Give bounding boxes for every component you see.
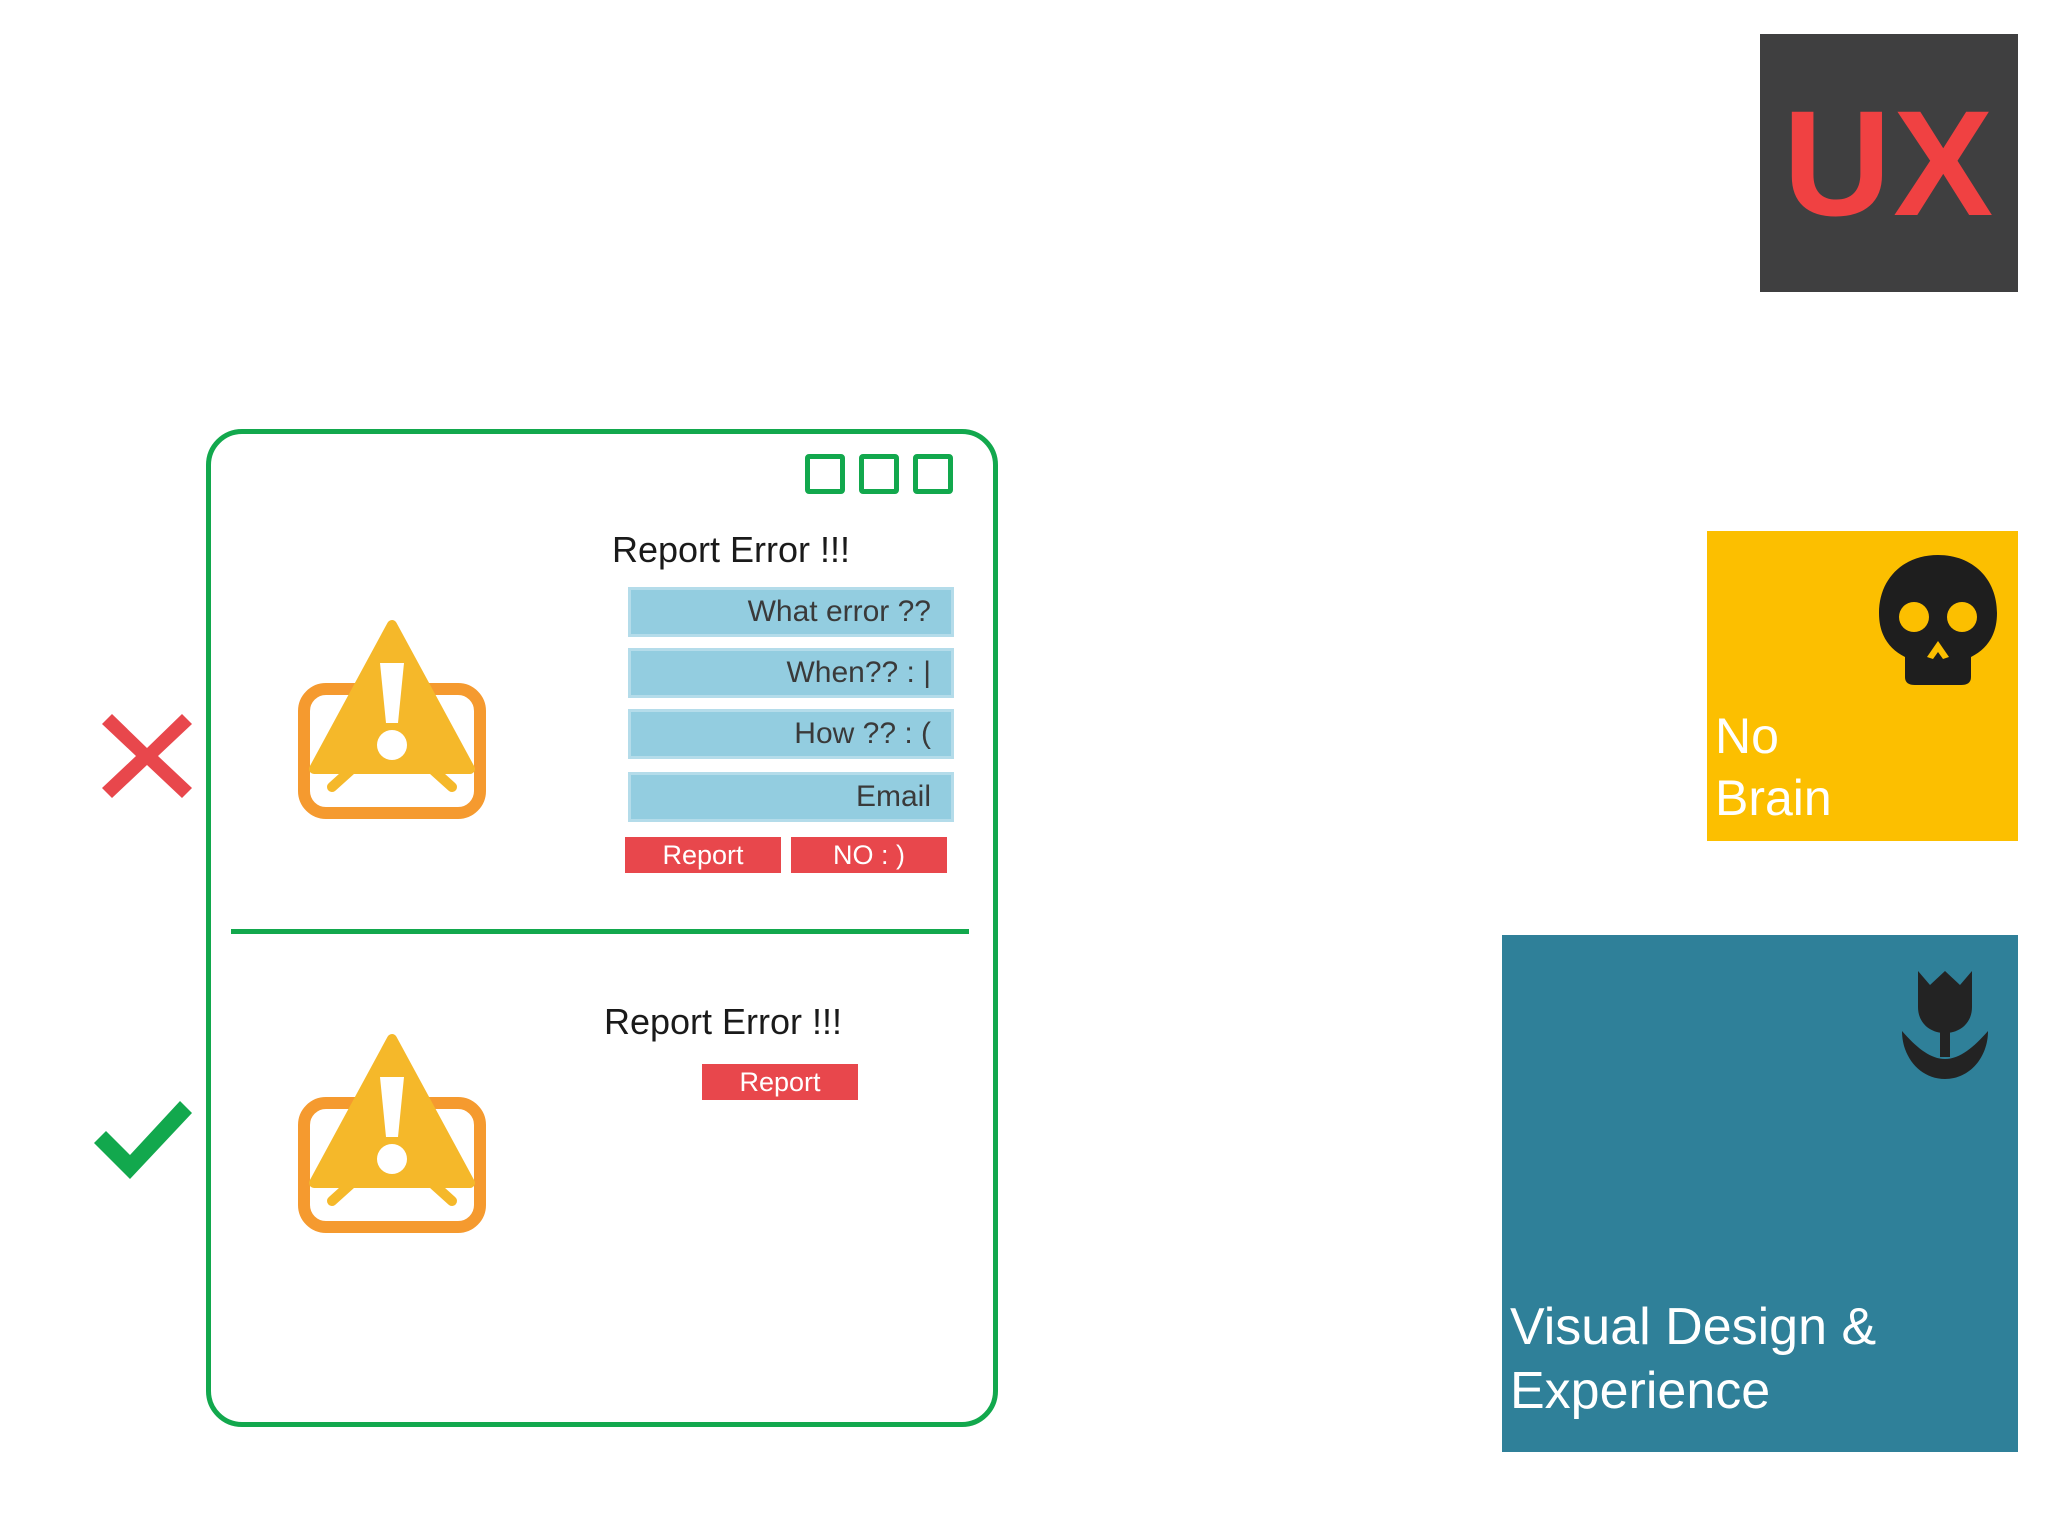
visual-design-line-2: Experience [1510,1362,1771,1420]
what-error-field[interactable]: What error ?? [628,587,954,637]
good-form-title: Report Error !!! [603,1001,843,1042]
visual-design-line-1: Visual Design & [1510,1298,1877,1356]
ux-tile: UX [1760,34,2018,292]
maximize-button[interactable] [859,454,899,494]
warning-icon [298,1034,486,1233]
window-controls [805,454,953,494]
no-brain-tile: No Brain [1707,531,2018,841]
bad-report-button[interactable]: Report [625,837,781,873]
no-brain-line-2: Brain [1715,770,1832,826]
no-brain-line-1: No [1715,708,1779,764]
warning-icon [298,620,486,819]
section-divider [231,929,969,934]
visual-design-label: Visual Design & Experience [1510,1295,1876,1423]
cross-icon [102,714,192,798]
bad-form-title: Report Error !!! [611,529,851,570]
checkmark-icon [94,1101,192,1179]
when-field[interactable]: When?? : | [628,648,954,698]
skull-icon [1879,555,1997,685]
email-field[interactable]: Email [628,772,954,822]
close-button[interactable] [913,454,953,494]
tulip-icon [1902,971,1988,1079]
visual-design-tile: Visual Design & Experience [1502,935,2018,1452]
no-brain-label: No Brain [1715,705,1832,829]
dialog-window: Report Error !!! What error ?? When?? : … [206,429,998,1427]
how-field[interactable]: How ?? : ( [628,709,954,759]
ux-label: UX [1782,79,1996,247]
no-button[interactable]: NO : ) [791,837,947,873]
good-report-button[interactable]: Report [702,1064,858,1100]
minimize-button[interactable] [805,454,845,494]
